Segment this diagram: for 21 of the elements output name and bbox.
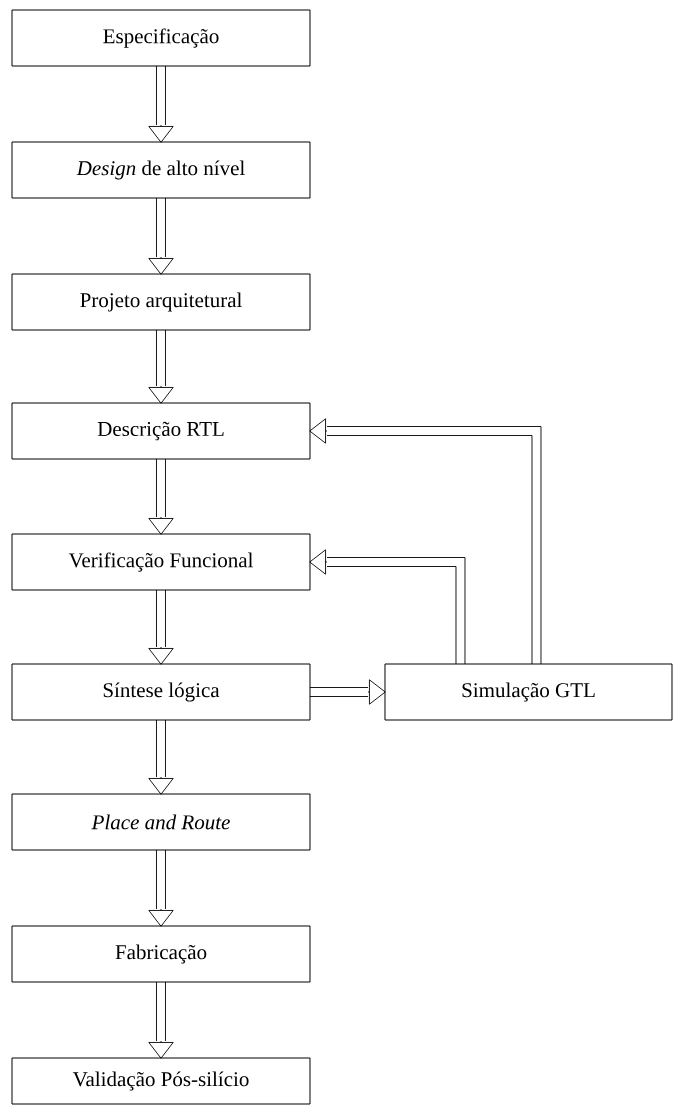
process-box: Fabricação: [11, 925, 311, 983]
arrow: [148, 329, 174, 404]
process-box: Projeto arquitetural: [11, 273, 311, 331]
process-box: Place and Route: [11, 793, 311, 851]
arrow: [148, 65, 174, 143]
arrow: [309, 418, 542, 665]
arrow: [148, 849, 174, 927]
process-box: Design de alto nível: [11, 141, 311, 199]
process-box: Descrição RTL: [11, 402, 311, 460]
arrow: [148, 458, 174, 535]
arrow: [309, 679, 386, 705]
process-box: Simulação GTL: [384, 663, 673, 721]
arrow: [148, 981, 174, 1059]
process-box: Síntese lógica: [11, 663, 311, 721]
arrow: [148, 197, 174, 275]
process-box: Especificação: [11, 9, 311, 67]
process-box: Verificação Funcional: [11, 533, 311, 591]
process-box: Validação Pós-silício: [11, 1057, 311, 1105]
arrow: [309, 549, 466, 665]
arrow: [148, 719, 174, 795]
arrow: [148, 589, 174, 665]
